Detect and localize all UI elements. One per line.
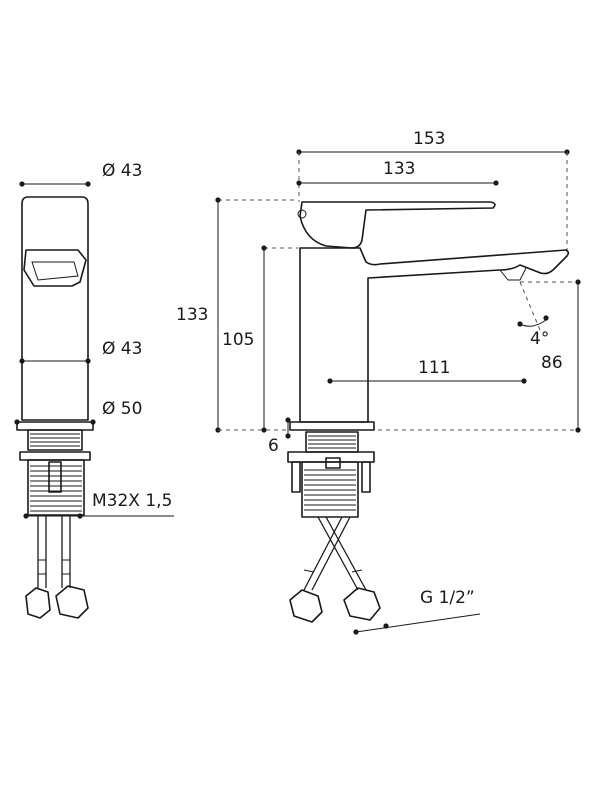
connection-thread-label: G 1/2” xyxy=(420,588,475,608)
top-diameter-label: Ø 43 xyxy=(102,161,142,181)
front-view: 153 133 133 105 xyxy=(176,129,581,635)
total-height-label: 133 xyxy=(176,305,208,325)
side-thread-hatching xyxy=(30,433,82,512)
side-view-hoses xyxy=(25,516,89,619)
mid-diameter-dimension: Ø 43 xyxy=(19,339,142,364)
thread-spec-label: M32X 1,5 xyxy=(92,491,172,511)
spout-angle-dimension: 4° xyxy=(517,281,549,349)
clearance-dimension: 86 xyxy=(520,279,581,433)
side-view-body xyxy=(21,196,89,421)
spout-angle-label: 4° xyxy=(530,329,549,349)
base-thickness-dimension: 6 xyxy=(268,417,291,456)
total-height-dimension: 133 xyxy=(176,197,296,433)
reach-label: 111 xyxy=(418,358,450,378)
thread-spec-dimension: M32X 1,5 xyxy=(23,491,174,519)
front-view-mounting xyxy=(287,431,375,518)
side-view-mounting xyxy=(16,421,94,516)
total-length-label: 153 xyxy=(413,129,445,149)
front-view-hoses xyxy=(289,516,381,623)
top-diameter-dimension: Ø 43 xyxy=(19,161,142,187)
base-diameter-label: Ø 50 xyxy=(102,399,142,419)
reach-dimension: 111 xyxy=(327,358,527,384)
connection-thread-dimension: G 1/2” xyxy=(353,588,481,635)
clearance-label: 86 xyxy=(541,353,563,373)
spout-height-dimension: 105 xyxy=(222,245,298,433)
spout-height-label: 105 xyxy=(222,330,254,350)
front-view-body xyxy=(289,201,570,431)
lever-length-label: 133 xyxy=(383,159,415,179)
base-thickness-label: 6 xyxy=(268,436,279,456)
lever-length-dimension: 133 xyxy=(296,159,499,186)
front-thread-hatching xyxy=(304,435,356,511)
total-length-dimension: 153 xyxy=(296,129,570,255)
side-view: Ø 43 Ø 43 Ø 50 xyxy=(14,161,174,619)
mid-diameter-label: Ø 43 xyxy=(102,339,142,359)
